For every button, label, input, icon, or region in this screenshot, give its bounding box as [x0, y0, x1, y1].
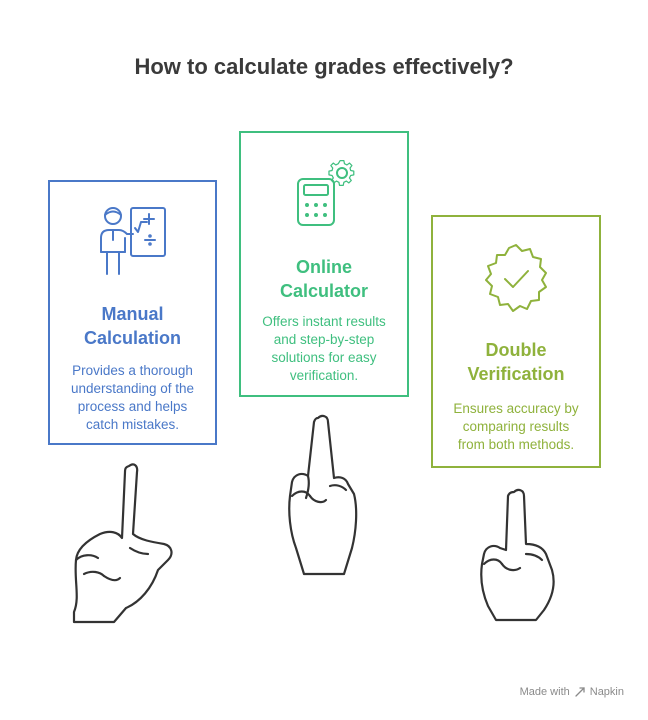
page-title: How to calculate grades effectively?	[134, 54, 514, 79]
card-text-line: Ensures accuracy by	[453, 401, 579, 416]
card-title-line1: Manual	[101, 304, 164, 324]
card-manual-calculation: Manual Calculation Provides a thorough u…	[48, 180, 217, 445]
napkin-watermark: Made with Napkin	[520, 686, 624, 698]
card-text-line: verification.	[289, 368, 359, 383]
card-text-line: process and helps	[77, 399, 188, 414]
calculator-gear-icon	[297, 159, 355, 226]
pointing-hand-right	[480, 488, 555, 622]
pointing-hand-center	[288, 414, 358, 576]
watermark-brand: Napkin	[589, 686, 624, 698]
card-text-line: catch mistakes.	[85, 417, 180, 432]
card-title-line2: Calculation	[83, 328, 181, 348]
card-title-line2: Verification	[467, 364, 565, 384]
card-online-calculator: Online Calculator Offers instant results…	[239, 131, 409, 397]
card-title-line1: Online	[295, 257, 352, 277]
card-text-line: solutions for easy	[271, 350, 377, 365]
teacher-board-icon	[99, 207, 166, 275]
check-badge-icon	[485, 244, 547, 312]
card-text-line: from both methods.	[457, 437, 575, 452]
card-text-line: understanding of the	[70, 381, 195, 396]
watermark-made-with: Made with	[519, 686, 570, 698]
card-text-line: comparing results	[462, 419, 570, 434]
card-title-line1: Double	[485, 340, 547, 360]
card-title-line2: Calculator	[279, 281, 369, 301]
napkin-logo-icon	[575, 687, 585, 697]
pointing-hand-left	[72, 463, 173, 624]
card-text-line: and step-by-step	[273, 332, 375, 347]
card-double-verification: Double Verification Ensures accuracy by …	[431, 215, 601, 468]
card-text-line: Offers instant results	[262, 314, 386, 329]
card-text-line: Provides a thorough	[72, 363, 193, 378]
